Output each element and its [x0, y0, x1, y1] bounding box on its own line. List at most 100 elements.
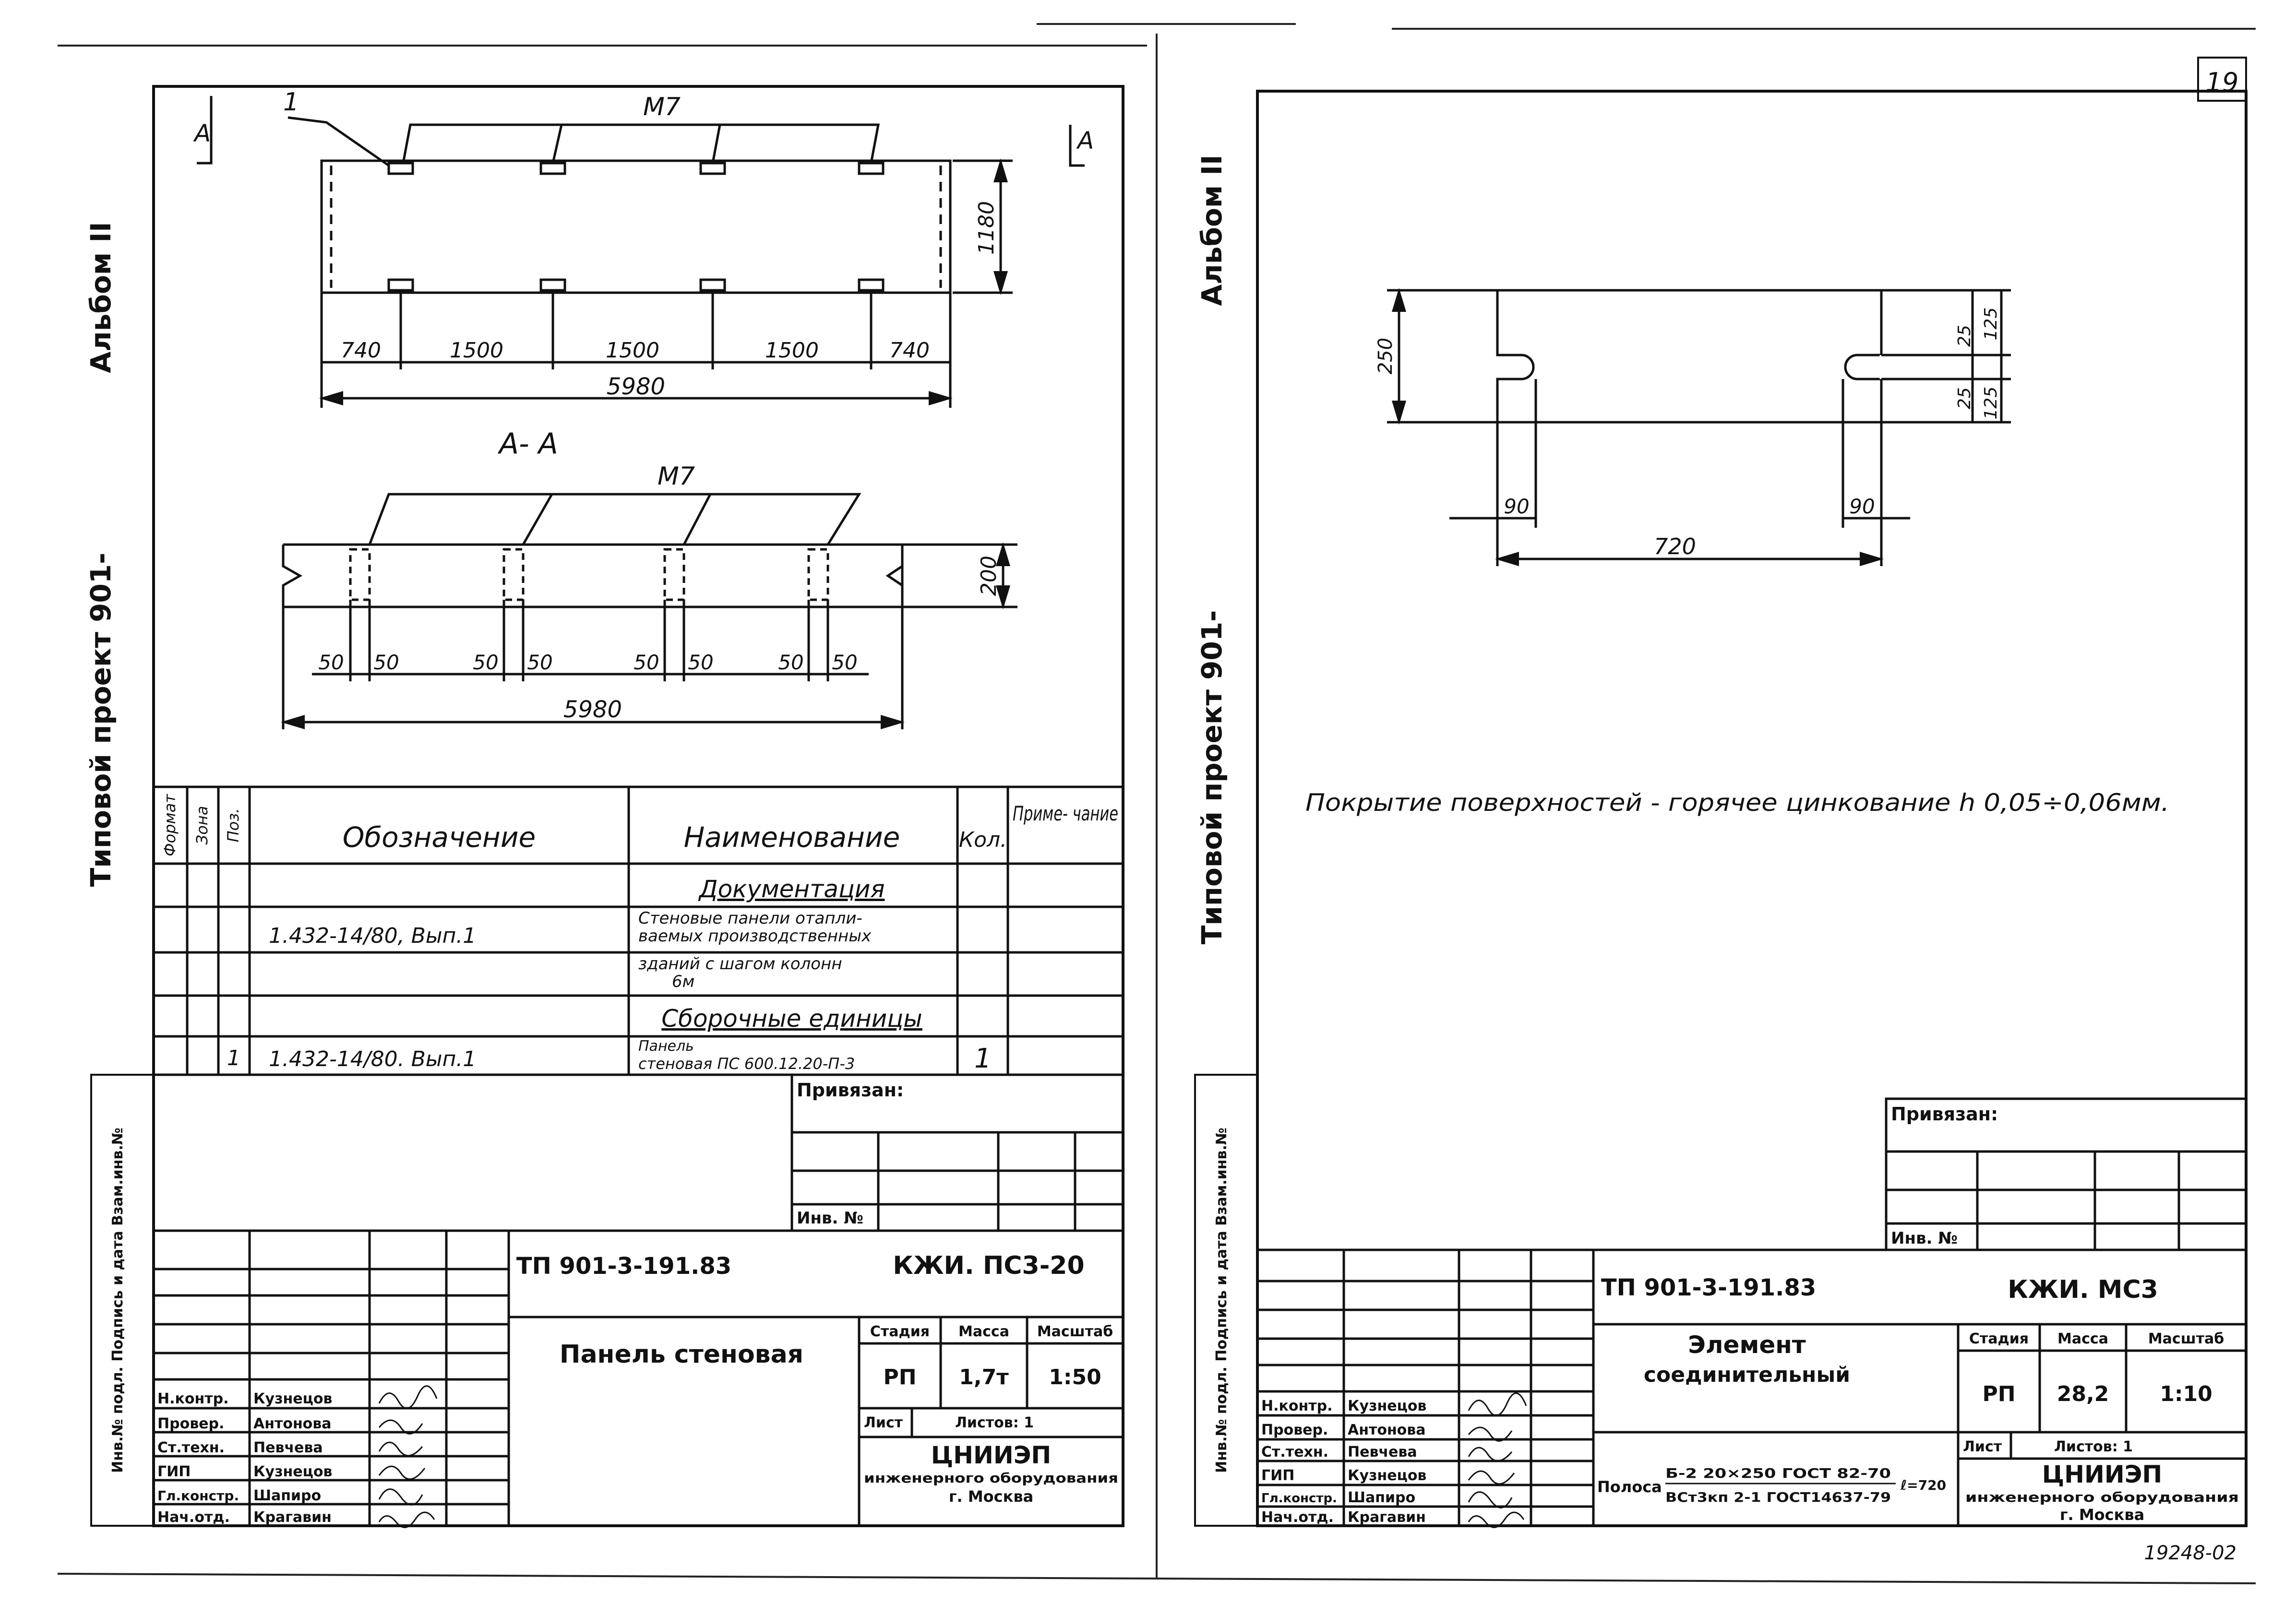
- section-mark-a-left: А: [193, 119, 211, 147]
- m7-label-top: М7: [643, 93, 681, 121]
- left-frame: [152, 85, 1124, 1527]
- gap-dim-6: 50: [688, 651, 713, 674]
- sheet-stamp: 19248-02: [2144, 1542, 2236, 1564]
- spec-section-assembly: Сборочные единицы: [661, 1005, 922, 1033]
- right-title-line1: Элемент: [1688, 1331, 1806, 1359]
- left-side-album: Альбом II: [84, 222, 117, 373]
- left-signer-role: ГИП: [157, 1463, 191, 1480]
- section-mark-a-right: А: [1076, 127, 1094, 154]
- gap-dim-7: 50: [778, 651, 803, 674]
- right-col-scale: Масштаб: [2148, 1330, 2224, 1347]
- plate-slot-right: [1844, 354, 1881, 380]
- right-signer-name: Певчева: [1348, 1444, 1417, 1461]
- gap-dim-4: 50: [527, 651, 552, 674]
- spec-header-zone: Зона: [193, 806, 211, 845]
- spec-row2-pos: 1: [227, 1046, 240, 1070]
- embed-plate-top-3: [699, 162, 726, 175]
- section-title: А- А: [497, 427, 558, 461]
- left-sheet-code: КЖИ. ПС3-20: [893, 1251, 1084, 1280]
- spec-row2-designation: 1.432-14/80. Вып.1: [269, 1047, 476, 1071]
- left-signer-name: Кузнецов: [253, 1463, 332, 1480]
- m7-label-section: М7: [658, 462, 695, 491]
- right-doc-code: ТП 901-3-191.83: [1601, 1274, 1816, 1301]
- left-inv-label: Инв. №: [797, 1209, 863, 1228]
- left-sheets-label: Листов: 1: [955, 1414, 1034, 1431]
- left-bind-label: Привязан:: [797, 1080, 904, 1101]
- panel-outline: [320, 159, 952, 294]
- panel-total-dim: 5980: [607, 373, 665, 400]
- spacing-dim-4: 1500: [765, 338, 819, 363]
- spacing-dim-2: 1500: [450, 338, 503, 363]
- left-sheet: Альбом II Типовой проект 901- Инв.№ подл…: [84, 85, 1124, 1528]
- left-title: Панель стеновая: [560, 1340, 803, 1369]
- right-sheet: 19 Альбом II Типовой проект 901- Инв.№ п…: [1194, 57, 2248, 1564]
- spec-header-designation: Обозначение: [343, 821, 536, 854]
- right-side-field-box: [1194, 1074, 1258, 1527]
- left-signer-role: Нач.отд.: [157, 1509, 230, 1526]
- left-signer-role: Провер.: [157, 1415, 224, 1432]
- slot-dim-2: 125: [1981, 308, 2001, 341]
- panel-section-view: [281, 493, 1017, 729]
- pos1-label: 1: [283, 88, 299, 117]
- gap-dim-3: 50: [473, 651, 498, 674]
- left-col-scale: Масштаб: [1037, 1323, 1113, 1340]
- spec-row2-name-line1: Панель: [638, 1038, 694, 1055]
- section-total-dim: 5980: [563, 696, 622, 723]
- right-signers: Н.контр. Кузнецов Провер. Антонова Ст.те…: [1261, 1398, 1426, 1526]
- right-signer-role: Нач.отд.: [1261, 1509, 1334, 1526]
- right-stage: РП: [1982, 1382, 2015, 1406]
- left-org-sub: инженерного оборудования: [864, 1470, 1118, 1486]
- right-signer-name: Кузнецов: [1348, 1467, 1426, 1484]
- right-scale: 1:10: [2160, 1382, 2212, 1406]
- embed-plate-bottom-2: [539, 278, 566, 292]
- left-signers: Н.контр. Кузнецов Провер. Антонова Ст.те…: [157, 1390, 332, 1526]
- left-scale: 1:50: [1049, 1365, 1101, 1389]
- embed-plate-bottom-1: [387, 278, 414, 292]
- slot-dim-4: 125: [1981, 387, 2001, 420]
- panel-section-outline: [283, 543, 904, 608]
- spec-row2-qty: 1: [974, 1043, 992, 1074]
- page-number: 19: [2206, 67, 2239, 97]
- left-sheet-label: Лист: [864, 1414, 903, 1431]
- right-frame: [1256, 90, 2248, 1527]
- edge-dim-right: 90: [1849, 495, 1875, 518]
- right-org-name: ЦНИИЭП: [2042, 1461, 2162, 1488]
- spacing-dim-3: 1500: [606, 338, 659, 363]
- embed-plate-top-1: [387, 162, 414, 175]
- spec-header-note: Приме- чание: [1013, 802, 1118, 825]
- right-inv-label: Инв. №: [1891, 1229, 1958, 1248]
- gap-dim-1: 50: [318, 651, 344, 674]
- right-side-project: Типовой проект 901-: [1196, 610, 1228, 945]
- left-org-city: г. Москва: [949, 1487, 1033, 1506]
- embed-plate-top-2: [539, 162, 566, 175]
- right-title-line2: соединительный: [1644, 1363, 1850, 1387]
- gap-dim-2: 50: [373, 651, 399, 674]
- connecting-plate: [1387, 288, 2011, 566]
- material-prefix: Полоса: [1597, 1478, 1662, 1496]
- left-side-field-box: [90, 1074, 155, 1527]
- left-signer-name: Певчева: [253, 1439, 323, 1456]
- right-signer-role: ГИП: [1261, 1467, 1294, 1484]
- material-numerator: Б-2 20×250 ГОСТ 82-70: [1665, 1465, 1891, 1481]
- embed-plate-bottom-3: [699, 278, 726, 292]
- material-length: ℓ=720: [1900, 1477, 1946, 1493]
- left-signer-role: Ст.техн.: [157, 1439, 225, 1456]
- right-col-stage: Стадия: [1969, 1330, 2029, 1347]
- left-signer-name: Кузнецов: [253, 1390, 332, 1407]
- spec-header-pos: Поз.: [224, 808, 242, 843]
- slot-dim-3: 25: [1955, 387, 1974, 409]
- left-signer-name: Антонова: [253, 1415, 332, 1432]
- right-signer-name: Крагавин: [1348, 1509, 1426, 1526]
- right-mass: 28,2: [2057, 1382, 2109, 1406]
- spec-header-name: Наименование: [684, 821, 900, 854]
- spec-row1-name-line1: Стеновые панели отапли-: [638, 909, 862, 928]
- right-bind-label: Привязан:: [1891, 1104, 1998, 1125]
- right-side-album: Альбом II: [1196, 154, 1228, 306]
- right-org-city: г. Москва: [2060, 1506, 2144, 1524]
- slot-dim-1: 25: [1955, 325, 1974, 347]
- left-signer-role: Гл.констр.: [157, 1488, 239, 1504]
- left-mass: 1,7т: [959, 1365, 1009, 1389]
- m7-leader-section: [368, 493, 861, 546]
- spec-row1-name-line2: ваемых производственных: [638, 926, 872, 946]
